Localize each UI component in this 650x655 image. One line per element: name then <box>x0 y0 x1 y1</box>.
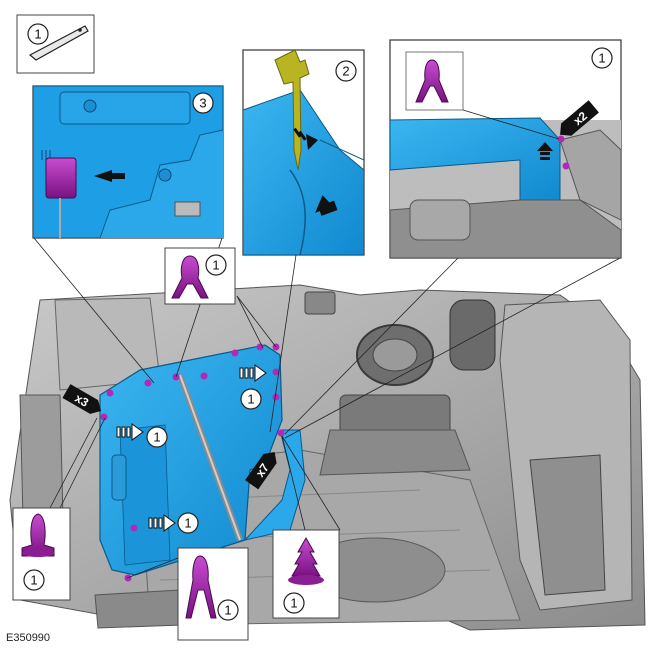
pushpin-inset: 1 <box>12 507 71 601</box>
lower-clip-inset: 1 <box>177 547 249 641</box>
trim-panel <box>99 344 306 576</box>
connector-detail-inset: 3 <box>32 85 224 239</box>
lower-clip-callout-number: 1 <box>224 603 231 618</box>
spring-clip-icon <box>415 59 449 103</box>
tool-inset: 1 <box>16 14 95 74</box>
arrow-c-callout <box>177 512 199 534</box>
spring-clip-icon <box>185 555 217 619</box>
push-arrow-icon <box>239 364 267 382</box>
pushpin-callout <box>23 569 45 591</box>
upper-clip-inset: 1 <box>164 247 236 305</box>
removal-arrow-b: 1 <box>116 423 168 448</box>
upper-clip-callout <box>205 254 227 276</box>
arrow-b-callout-number: 1 <box>153 430 160 445</box>
figure-id: E350990 <box>6 632 50 644</box>
lower-clip-callout <box>217 599 239 621</box>
step2-callout-number: 2 <box>342 64 349 79</box>
arrow-left-icon <box>315 195 338 216</box>
removal-arrow-a: 1 <box>239 364 267 410</box>
push-arrow-icon <box>293 127 318 150</box>
push-arrow-icon <box>148 514 176 532</box>
arrow-a-callout <box>240 388 262 410</box>
trim-tool-icon <box>274 50 310 171</box>
detail-callout-number: 1 <box>598 51 605 66</box>
removal-arrow-c: 1 <box>148 512 199 534</box>
push-arrow-icon <box>116 423 144 441</box>
quantity-x3: x3 <box>72 391 91 410</box>
clip-location-inset: x2 1 <box>389 39 622 259</box>
step3-callout-number: 3 <box>199 96 206 111</box>
spring-clip-icon <box>171 255 209 299</box>
christmas-tree-inset: 1 <box>272 529 340 619</box>
step3-callout <box>192 92 214 114</box>
arrow-left-icon <box>94 170 125 182</box>
arrow-b-callout <box>146 426 168 448</box>
quantity-badge: x2 <box>560 100 599 136</box>
pry-tool-inset: 2 <box>242 49 365 256</box>
quantity-badge-x3: x3 <box>62 384 102 414</box>
tree-clip-callout-number: 1 <box>290 596 297 611</box>
arrow-c-callout-number: 1 <box>184 516 191 531</box>
arrow-a-callout-number: 1 <box>247 392 254 407</box>
upper-clip-callout-number: 1 <box>212 258 219 273</box>
quantity-badge-x7: x7 <box>245 451 277 490</box>
detail-callout <box>591 47 613 69</box>
step2-callout <box>335 60 357 82</box>
push-arrow-icon <box>537 142 553 160</box>
tree-clip-callout <box>283 592 305 614</box>
tool-callout <box>27 23 49 45</box>
tool-callout-number: 1 <box>34 27 41 42</box>
pushpin-callout-number: 1 <box>30 573 37 588</box>
